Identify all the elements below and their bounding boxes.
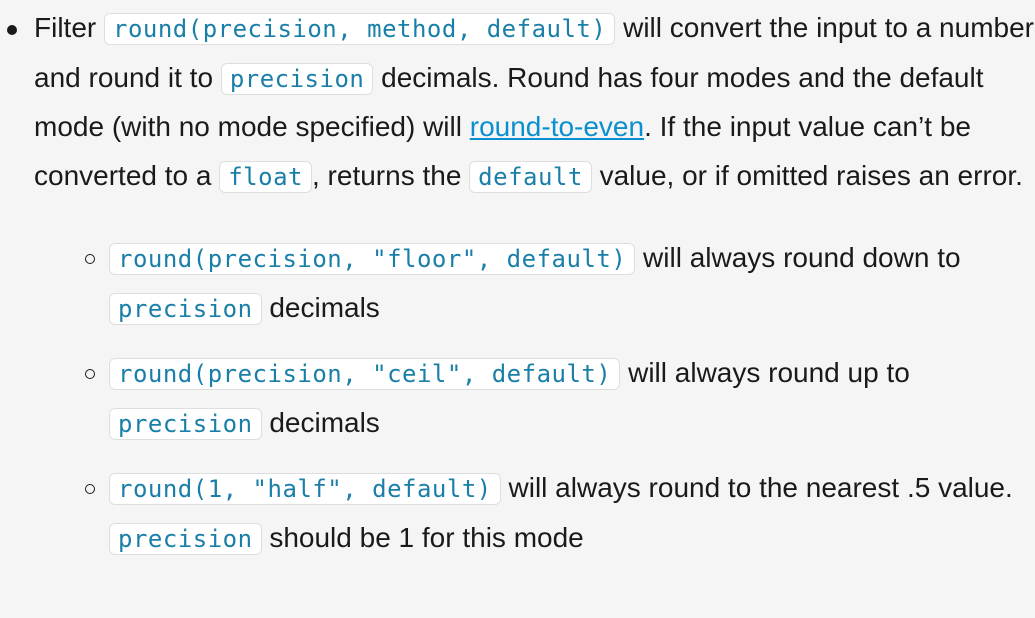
code-precision: precision bbox=[109, 292, 262, 325]
code-round-ceil: round(precision, "ceil", default) bbox=[109, 358, 621, 390]
code-round-signature: round(precision, method, default) bbox=[104, 13, 616, 45]
text: will convert the input to a number and r… bbox=[34, 12, 1034, 93]
text: , returns the bbox=[311, 159, 470, 191]
text: decimals bbox=[261, 406, 380, 438]
bullet-circle-icon bbox=[85, 369, 95, 379]
list-item-round-filter: Filter round(precision, method, default)… bbox=[7, 4, 1034, 563]
text: should be 1 for this mode bbox=[261, 521, 584, 553]
bullet-list: Filter round(precision, method, default)… bbox=[7, 4, 1034, 579]
text: decimals. Round has four modes and the d… bbox=[34, 61, 984, 143]
list-item-half: round(1, "half", default) will always ro… bbox=[85, 464, 1034, 563]
bullet-disc-icon bbox=[7, 25, 17, 35]
code-default: default bbox=[469, 160, 592, 193]
text: will always round down to bbox=[635, 242, 961, 273]
code-precision: precision bbox=[109, 522, 262, 555]
code-round-half: round(1, "half", default) bbox=[109, 473, 501, 505]
text: . If the input value can’t be converted … bbox=[34, 111, 971, 191]
text: value, or if omitted raises an error. bbox=[591, 159, 1023, 191]
code-float: float bbox=[219, 160, 312, 193]
bullet-circle-icon bbox=[85, 484, 95, 494]
text: Filter bbox=[34, 12, 104, 43]
list-item-ceil: round(precision, "ceil", default) will a… bbox=[85, 349, 1034, 448]
sub-bullet-list: round(precision, "floor", default) will … bbox=[85, 234, 1034, 563]
text: will always round up to bbox=[620, 357, 910, 388]
list-item-floor: round(precision, "floor", default) will … bbox=[85, 234, 1034, 333]
round-to-even-link[interactable]: round-to-even bbox=[469, 111, 645, 142]
code-precision: precision bbox=[109, 407, 262, 440]
code-round-floor: round(precision, "floor", default) bbox=[109, 243, 636, 275]
code-precision: precision bbox=[220, 62, 374, 95]
text: will always round to the nearest .5 valu… bbox=[500, 472, 1013, 503]
bullet-circle-icon bbox=[85, 254, 95, 264]
text: decimals bbox=[261, 291, 380, 323]
